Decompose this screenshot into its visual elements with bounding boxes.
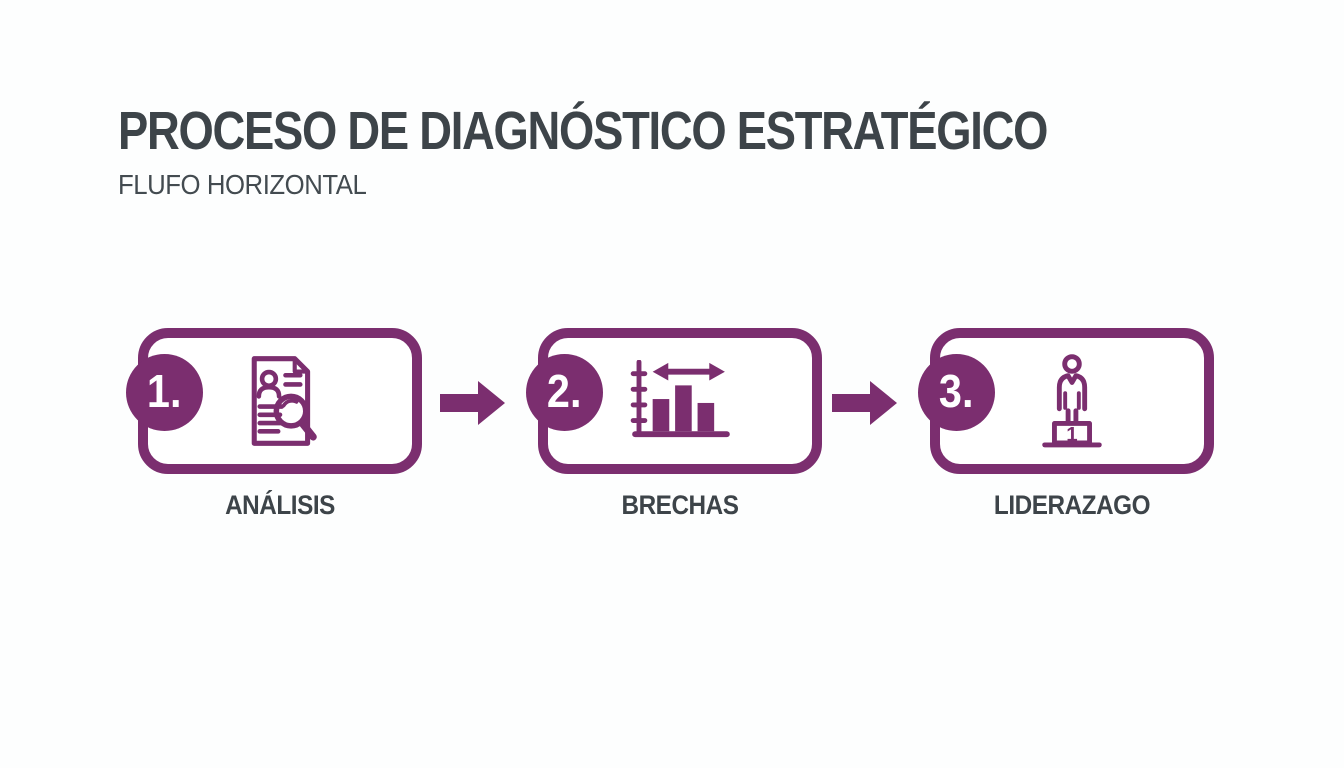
resume-magnifier-icon bbox=[251, 356, 317, 446]
step-number: 3. bbox=[939, 364, 974, 417]
page-subtitle: FLUFO HORIZONTAL bbox=[118, 169, 367, 200]
step-label: LIDERAZAGO bbox=[993, 490, 1151, 520]
step-label: BRECHAS bbox=[621, 490, 739, 520]
step-number: 1. bbox=[147, 364, 182, 417]
step-label: ANÁLISIS bbox=[225, 490, 335, 520]
step-number-badge: 2. bbox=[526, 354, 603, 431]
step-number: 2. bbox=[547, 364, 582, 417]
arrow-right-icon bbox=[832, 381, 897, 425]
winner-podium-icon: 1 bbox=[1042, 354, 1102, 448]
step-number-badge: 3. bbox=[918, 354, 995, 431]
page-title: PROCESO DE DIAGNÓSTICO ESTRATÉGICO bbox=[118, 101, 1048, 161]
step-liderazago: 1 3. LIDERAZAGO bbox=[918, 328, 1214, 528]
step-number-badge: 1. bbox=[126, 354, 203, 431]
arrow-right-icon bbox=[440, 381, 505, 425]
gap-bar-chart-icon bbox=[630, 360, 730, 438]
step-analisis: 1. ANÁLISIS bbox=[126, 328, 422, 528]
step-brechas: 2. BRECHAS bbox=[526, 328, 822, 528]
step-card bbox=[538, 328, 822, 474]
podium-rank-number: 1 bbox=[1066, 423, 1077, 446]
